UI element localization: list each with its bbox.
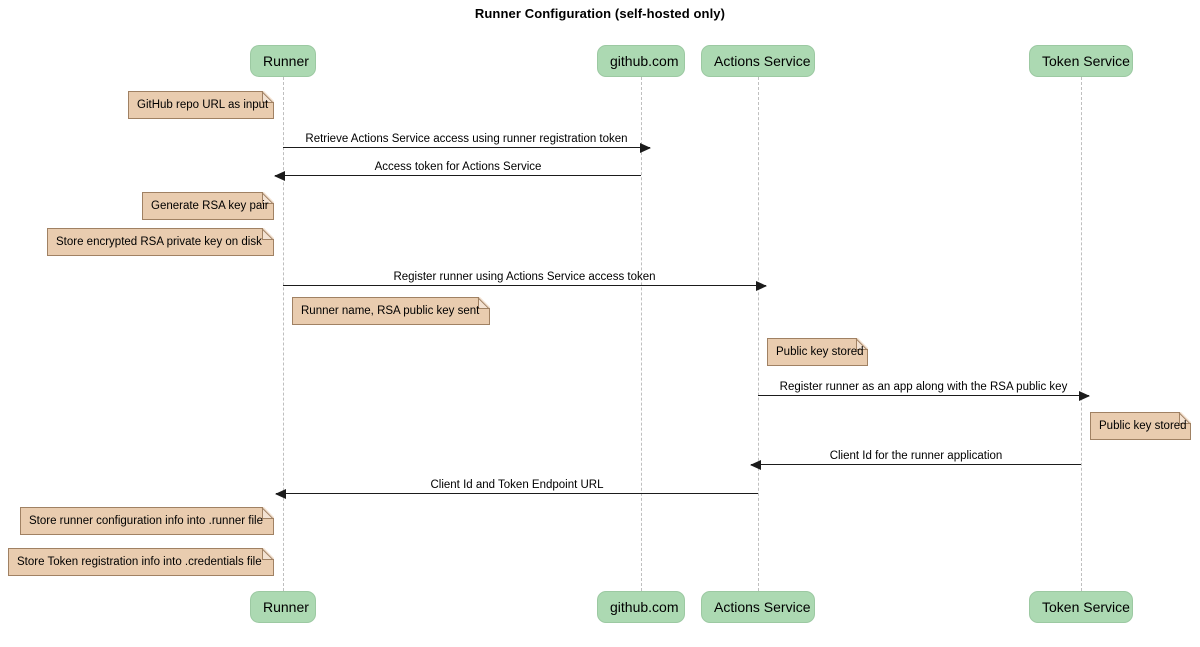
diagram-title: Runner Configuration (self-hosted only) bbox=[474, 6, 726, 21]
participant-token-bottom[interactable]: Token Service bbox=[1029, 591, 1133, 623]
msg-register-app: Register runner as an app along with the… bbox=[758, 381, 1090, 401]
participant-actions-bottom[interactable]: Actions Service bbox=[701, 591, 815, 623]
msg-client-id-label: Client Id for the runner application bbox=[829, 450, 1003, 462]
msg-client-id-endpoint-label: Client Id and Token Endpoint URL bbox=[430, 479, 604, 491]
arrowhead-left-icon bbox=[750, 460, 761, 470]
msg-register-runner-label: Register runner using Actions Service ac… bbox=[393, 271, 656, 283]
note-foldedcorner-icon bbox=[1179, 411, 1192, 424]
msg-retrieve-access-label: Retrieve Actions Service access using ru… bbox=[305, 133, 628, 145]
arrowhead-left-icon bbox=[275, 489, 286, 499]
arrowhead-right-icon bbox=[756, 281, 767, 291]
note-repo-url: GitHub repo URL as input bbox=[128, 90, 275, 119]
note-foldedcorner-icon bbox=[262, 227, 275, 240]
note-text: Public key stored bbox=[776, 346, 864, 358]
participant-token-top[interactable]: Token Service bbox=[1029, 45, 1133, 77]
msg-register-runner: Register runner using Actions Service ac… bbox=[283, 271, 767, 291]
note-text: Generate RSA key pair bbox=[151, 200, 269, 212]
arrowhead-right-icon bbox=[1079, 391, 1090, 401]
note-gen-rsa: Generate RSA key pair bbox=[142, 191, 275, 220]
note-pubkey-token: Public key stored bbox=[1090, 411, 1192, 440]
lifeline-token bbox=[1081, 77, 1082, 591]
note-store-config: Store runner configuration info into .ru… bbox=[20, 506, 275, 535]
note-text: Store encrypted RSA private key on disk bbox=[56, 236, 262, 248]
participant-actions-top[interactable]: Actions Service bbox=[701, 45, 815, 77]
participant-runner-bottom[interactable]: Runner bbox=[250, 591, 316, 623]
note-store-rsa: Store encrypted RSA private key on disk bbox=[47, 227, 275, 256]
note-text: Runner name, RSA public key sent bbox=[301, 305, 480, 317]
msg-client-id: Client Id for the runner application bbox=[750, 450, 1081, 470]
note-store-creds: Store Token registration info into .cred… bbox=[8, 547, 275, 576]
participant-github-top[interactable]: github.com bbox=[597, 45, 685, 77]
note-pubkey-actions: Public key stored bbox=[767, 337, 869, 366]
msg-retrieve-access: Retrieve Actions Service access using ru… bbox=[283, 133, 651, 153]
note-text: Public key stored bbox=[1099, 420, 1187, 432]
msg-register-app-label: Register runner as an app along with the… bbox=[779, 381, 1068, 393]
note-text: GitHub repo URL as input bbox=[137, 99, 269, 111]
lifeline-actions bbox=[758, 77, 759, 591]
note-foldedcorner-icon bbox=[856, 337, 869, 350]
note-foldedcorner-icon bbox=[262, 547, 275, 560]
participant-runner-top[interactable]: Runner bbox=[250, 45, 316, 77]
note-foldedcorner-icon bbox=[262, 506, 275, 519]
note-foldedcorner-icon bbox=[478, 296, 491, 309]
participant-github-bottom[interactable]: github.com bbox=[597, 591, 685, 623]
msg-client-id-endpoint: Client Id and Token Endpoint URL bbox=[275, 479, 758, 499]
lifeline-github bbox=[641, 77, 642, 591]
lifeline-runner bbox=[283, 77, 284, 591]
note-text: Store runner configuration info into .ru… bbox=[29, 515, 263, 527]
note-runner-name: Runner name, RSA public key sent bbox=[292, 296, 491, 325]
note-foldedcorner-icon bbox=[262, 191, 275, 204]
note-foldedcorner-icon bbox=[262, 90, 275, 103]
arrowhead-left-icon bbox=[274, 171, 285, 181]
msg-access-token: Access token for Actions Service bbox=[274, 161, 641, 181]
note-text: Store Token registration info into .cred… bbox=[17, 556, 262, 568]
arrowhead-right-icon bbox=[640, 143, 651, 153]
msg-access-token-label: Access token for Actions Service bbox=[374, 161, 542, 173]
